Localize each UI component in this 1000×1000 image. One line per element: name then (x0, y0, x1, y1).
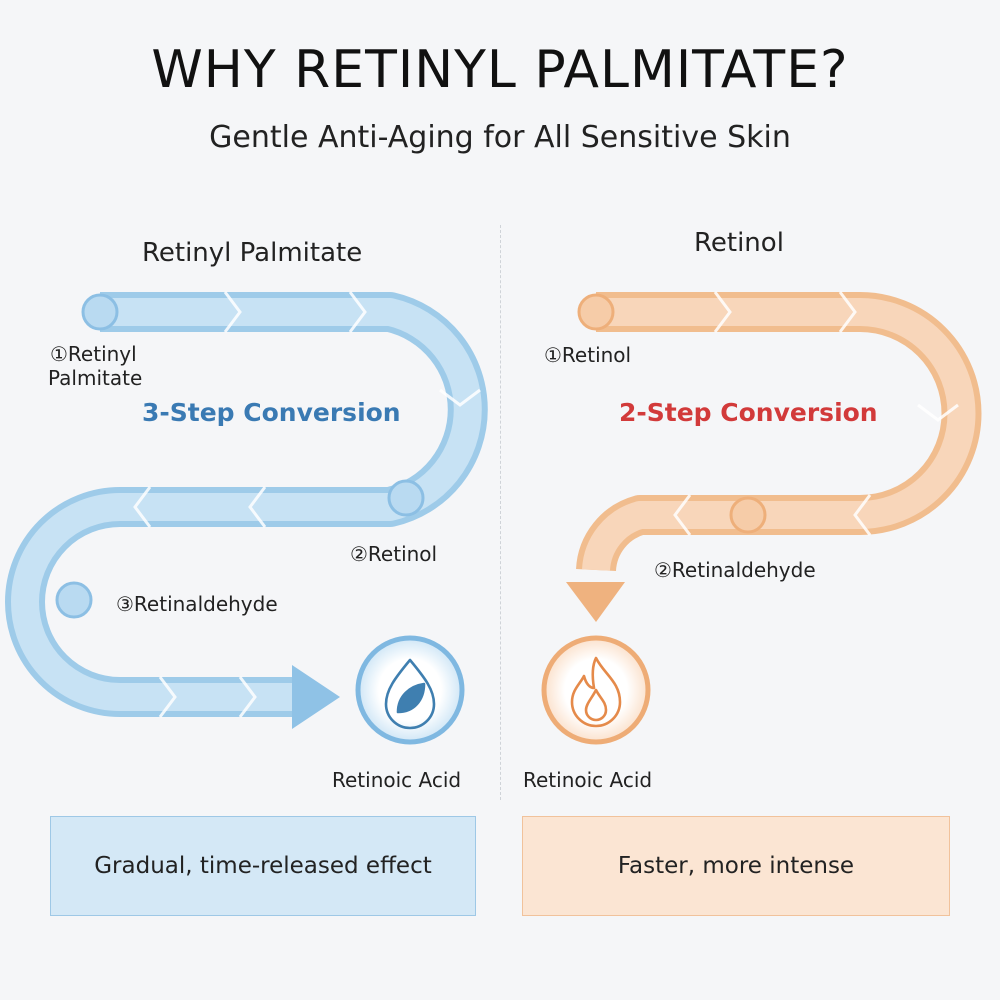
page-subtitle: Gentle Anti-Aging for All Sensitive Skin (209, 120, 791, 155)
flame-icon (570, 656, 622, 728)
retinoic-acid-right-badge (541, 635, 651, 745)
left-result-label: Retinoic Acid (332, 768, 462, 792)
right-summary-text: Faster, more intense (617, 853, 855, 879)
right-flow-path (566, 291, 982, 622)
step-node (81, 293, 119, 331)
left-conversion-label: 3-Step Conversion (142, 398, 401, 427)
left-summary-box: Gradual, time-released effect (50, 816, 476, 916)
right-step-1-label: ①Retinol (544, 343, 632, 367)
right-step-2-label: ②Retinaldehyde (654, 558, 816, 582)
right-summary-box: Faster, more intense (522, 816, 950, 916)
right-result-label: Retinoic Acid (523, 768, 653, 792)
left-column-title: Retinyl Palmitate (142, 238, 363, 268)
leaf-drop-icon (384, 658, 436, 730)
left-summary-text: Gradual, time-released effect (94, 853, 432, 879)
left-step-1-label: ①Retinyl (50, 342, 137, 366)
right-column-title: Retinol (694, 228, 784, 258)
retinoic-acid-left-badge (355, 635, 465, 745)
step-node (577, 293, 615, 331)
step-node (729, 496, 767, 534)
step-node (387, 479, 425, 517)
left-flow-path (5, 291, 488, 729)
left-step-1-label-cont: Palmitate (48, 366, 143, 390)
left-step-3-label: ③Retinaldehyde (116, 592, 278, 616)
left-step-2-label: ②Retinol (350, 542, 438, 566)
column-divider (500, 225, 501, 800)
right-conversion-label: 2-Step Conversion (619, 398, 878, 427)
step-node (55, 581, 93, 619)
page-title: WHY RETINYL PALMITATE? (151, 40, 849, 100)
